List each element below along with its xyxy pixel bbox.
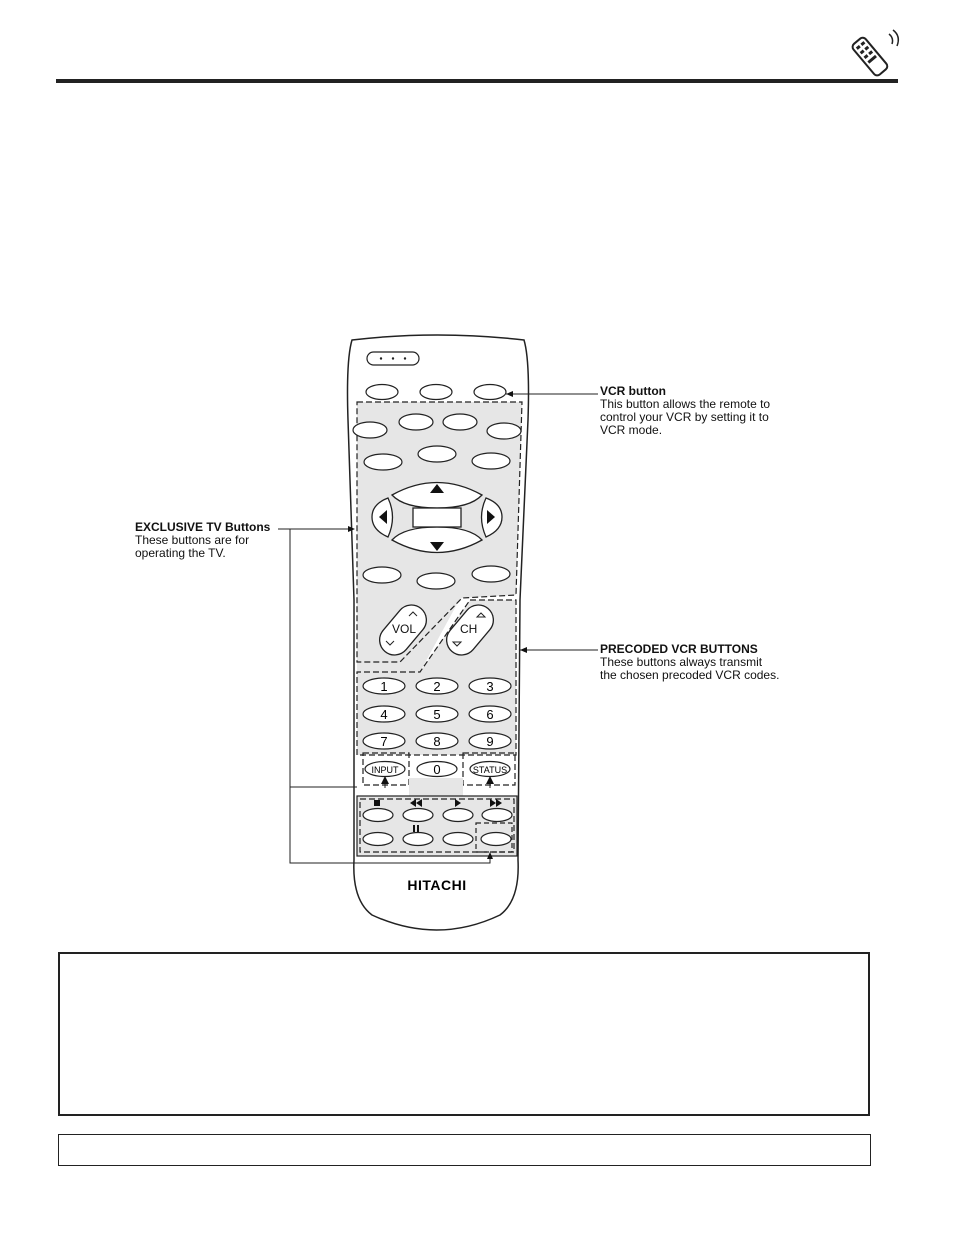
precoded-vcr-callout: PRECODED VCR BUTTONS These buttons alway… <box>600 643 779 682</box>
fast-forward-icon <box>490 799 502 807</box>
exclusive-tv-callout-title: EXCLUSIVE TV Buttons <box>135 520 271 534</box>
brand-logo: HITACHI <box>407 877 466 893</box>
zero-key-button <box>416 760 458 778</box>
key-1: 1 <box>380 679 387 694</box>
number-keys: 1 2 3 4 5 6 7 8 9 <box>362 677 512 750</box>
footer-box <box>58 1134 871 1166</box>
ch-label: CH <box>460 622 477 636</box>
vol-label: VOL <box>392 622 416 636</box>
vol-rocker <box>378 604 428 656</box>
vcr-button-callout-line: This button allows the remote to <box>600 397 771 411</box>
key-7: 7 <box>380 734 387 749</box>
exclusive-tv-callout-line: operating the TV. <box>135 546 226 560</box>
key-9: 9 <box>486 734 493 749</box>
note-box <box>58 952 870 1116</box>
mode-button-tv <box>365 383 399 401</box>
key-8: 8 <box>433 734 440 749</box>
mode-button-cable <box>419 383 453 401</box>
remote-control-icon <box>851 29 900 77</box>
header-rule <box>56 79 898 83</box>
vcr-button-callout-line: control your VCR by setting it to <box>600 410 769 424</box>
key-5: 5 <box>433 707 440 722</box>
vcr-button-callout-line: VCR mode. <box>600 423 663 437</box>
status-label: STATUS <box>473 765 507 775</box>
key-4: 4 <box>380 707 387 722</box>
vcr-button-callout: VCR button This button allows the remote… <box>600 385 770 437</box>
key-3: 3 <box>486 679 493 694</box>
input-label: INPUT <box>372 765 400 775</box>
exclusive-tv-callout: EXCLUSIVE TV Buttons These buttons are f… <box>135 521 270 560</box>
exclusive-tv-callout-line: These buttons are for <box>135 533 250 547</box>
precoded-vcr-callout-line: These buttons always transmit <box>600 655 763 669</box>
precoded-vcr-callout-title: PRECODED VCR BUTTONS <box>600 642 758 656</box>
key-2: 2 <box>433 679 440 694</box>
stop-icon <box>374 800 380 806</box>
precoded-vcr-callout-line: the chosen precoded VCR codes. <box>600 668 780 682</box>
key-0: 0 <box>433 762 440 777</box>
pause-icon <box>413 825 419 832</box>
rewind-icon <box>410 799 422 807</box>
key-6: 6 <box>486 707 493 722</box>
dpad <box>371 481 503 554</box>
play-icon <box>455 799 461 807</box>
vcr-button <box>473 383 507 401</box>
vcr-button-callout-title: VCR button <box>600 384 666 398</box>
